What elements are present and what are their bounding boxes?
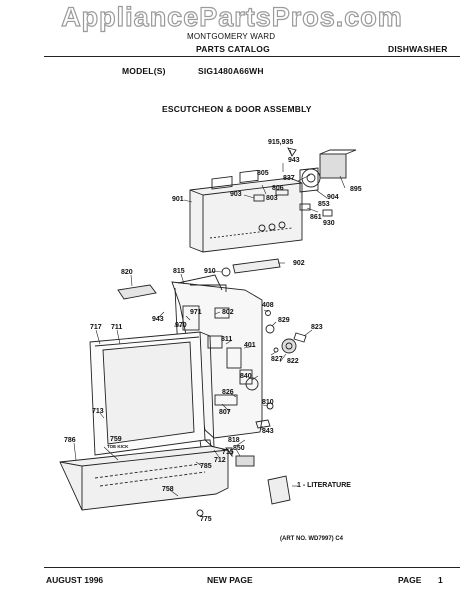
model-number: SIG1480A66WH — [198, 66, 264, 76]
part-label: 826 — [222, 389, 234, 396]
part-label: 971 — [190, 309, 202, 316]
part-label: 837 — [283, 175, 295, 182]
literature-booklet — [267, 475, 291, 505]
timer-assembly — [253, 147, 357, 217]
part-822 — [281, 338, 297, 354]
footer-center: NEW PAGE — [207, 575, 253, 585]
part-715 — [225, 447, 233, 458]
part-label: 822 — [287, 358, 299, 365]
part-label: 807 — [219, 409, 231, 416]
part-label: 785 — [200, 463, 212, 470]
part-label: 850 — [233, 445, 245, 452]
part-829 — [265, 324, 275, 334]
part-label: 711 — [111, 324, 123, 331]
part-label: 811 — [221, 336, 233, 343]
literature-label: 1 - LITERATURE — [297, 482, 351, 489]
part-label: 895 — [350, 186, 362, 193]
part-label: 930 — [323, 220, 335, 227]
part-label: 775 — [200, 516, 212, 523]
section-title: ESCUTCHEON & DOOR ASSEMBLY — [162, 104, 312, 114]
part-823 — [293, 332, 307, 343]
part-label: 713 — [92, 408, 104, 415]
brand-header: MONTGOMERY WARD — [187, 32, 276, 41]
part-827 — [273, 347, 279, 353]
part-775 — [196, 509, 204, 517]
part-label: 408 — [262, 302, 274, 309]
footer-rule — [44, 567, 460, 568]
watermark: AppliancePartsPros.com — [61, 1, 403, 32]
part-843 — [255, 419, 271, 429]
part-label: 803 — [266, 195, 278, 202]
part-label: 806 — [272, 185, 284, 192]
part-label: 815 — [173, 268, 185, 275]
outer-door — [89, 331, 215, 456]
escutcheon-panel — [189, 169, 303, 253]
part-label: 820 — [121, 269, 133, 276]
part-408 — [265, 310, 271, 316]
part-label: 843 — [262, 428, 274, 435]
part-label: TOE KICK — [107, 444, 129, 449]
part-label: 810 — [262, 399, 274, 406]
footer-page-number: 1 — [438, 575, 443, 585]
toe-kick — [59, 445, 229, 511]
part-label: 827 — [271, 356, 283, 363]
part-label: 970 — [175, 322, 187, 329]
part-label: 861 — [310, 214, 322, 221]
part-label: 943 — [152, 316, 164, 323]
part-label: 786 — [64, 437, 76, 444]
models-label: MODEL(S) — [122, 66, 166, 76]
appliance-type: DISHWASHER — [388, 44, 448, 54]
part-label: 904 — [327, 194, 339, 201]
footer-page-label: PAGE — [398, 575, 422, 585]
part-label: 902 — [293, 260, 305, 267]
part-label: 818 — [228, 437, 240, 444]
part-label: 759 — [110, 436, 122, 443]
part-label: 915,935 — [268, 139, 294, 146]
part-label: 943 — [288, 157, 300, 164]
part-850 — [235, 455, 255, 467]
part-label: 853 — [318, 201, 330, 208]
part-label: 901 — [172, 196, 184, 203]
art-number: (ART NO. WD7997) C4 — [280, 536, 344, 542]
part-label: 823 — [311, 324, 323, 331]
part-label: 802 — [222, 309, 234, 316]
handle — [117, 284, 157, 300]
footer-date: AUGUST 1996 — [46, 575, 104, 585]
part-label: 829 — [278, 317, 290, 324]
part-label: 717 — [90, 324, 102, 331]
header-rule — [44, 56, 460, 57]
part-label: 758 — [162, 486, 174, 493]
part-label: 840 — [240, 373, 252, 380]
part-label: 715 — [222, 449, 234, 456]
part-label: 401 — [244, 342, 256, 349]
part-label: 910 — [204, 268, 216, 275]
part-label: 805 — [257, 170, 269, 177]
part-label: 712 — [214, 457, 226, 464]
catalog-header: PARTS CATALOG — [196, 44, 270, 54]
label-plate — [232, 258, 281, 274]
part-label: 903 — [230, 191, 242, 198]
